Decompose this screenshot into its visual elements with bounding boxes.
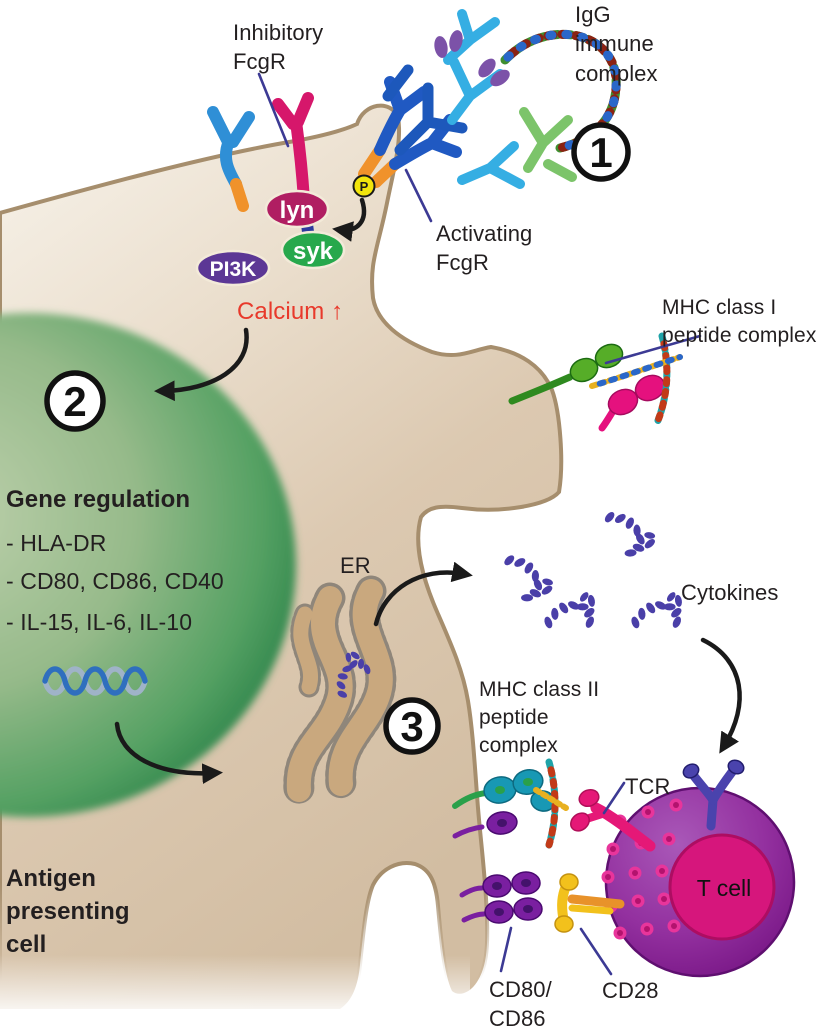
step-circles <box>44 122 631 755</box>
cytokine-receptor <box>682 759 745 831</box>
step-1-number: 1 <box>589 129 612 176</box>
step-2-number: 2 <box>63 378 86 425</box>
phospho-label: P <box>360 179 369 194</box>
arrow-dna-transcription <box>114 721 223 784</box>
step-1-circle <box>571 122 631 182</box>
pointer-mhc-class-i <box>604 334 702 365</box>
lyn-oval <box>264 189 330 229</box>
tcr-structure <box>570 788 656 852</box>
arrow-cytokines-to-tcell <box>700 637 742 754</box>
t-cell-nucleus <box>668 833 776 941</box>
step-3-number: 3 <box>400 703 423 750</box>
activating-fcgr-label: Activating FcgR <box>436 221 533 276</box>
igg-immune-complex-label: IgG immune complex <box>575 2 658 86</box>
phospho-circle <box>352 174 376 198</box>
mhc-class-ii-structure <box>452 758 569 849</box>
pointer-inhibitory-fcgr <box>257 72 290 148</box>
gene-regulation-item-hla-dr: - HLA-DR <box>6 530 107 556</box>
antigen-presenting-cell-label: Antigen presenting cell <box>6 865 130 959</box>
inhibitory-fcgr-label: Inhibitory FcgR <box>233 20 324 75</box>
signaling-proteins <box>195 189 346 287</box>
cytokines-label: Cytokines <box>681 580 779 605</box>
syk-label: syk <box>293 238 334 265</box>
fcgr-receptor-left <box>207 106 255 212</box>
mhc-class-i-label: MHC class I peptide complex <box>662 296 817 348</box>
gene-regulation-title: Gene regulation <box>6 486 191 513</box>
cd28-structure <box>554 873 625 933</box>
er-label: ER <box>340 553 371 578</box>
pointer-activating-fcgr <box>404 168 433 223</box>
arrow-calcium-to-nucleus <box>154 327 249 402</box>
cd80-cd86-structure <box>459 871 543 924</box>
gene-regulation-item-il: - IL-15, IL-6, IL-10 <box>6 609 193 635</box>
pointer-cd80-cd86 <box>499 926 513 973</box>
cytokines-group <box>501 500 689 641</box>
mhc2-peptide <box>533 758 569 849</box>
cd80-cd86-label: CD80/ CD86 <box>489 977 552 1031</box>
pointer-cd28 <box>579 927 613 976</box>
gene-regulation-item-cd: - CD80, CD86, CD40 <box>6 568 224 594</box>
tcr-label: TCR <box>625 774 671 799</box>
step-2-circle <box>44 370 106 432</box>
signal-arrows <box>114 197 742 784</box>
syk-oval <box>280 230 346 270</box>
cell-bottom-fade <box>0 955 470 1031</box>
t-cell-label: T cell <box>697 875 752 901</box>
pointer-lines <box>257 72 702 976</box>
cd28-label: CD28 <box>602 978 659 1003</box>
dna-icon <box>42 666 148 696</box>
pointer-tcr <box>602 781 626 815</box>
endoplasmic-reticulum <box>283 575 397 806</box>
pi3k-label: PI3K <box>210 258 257 281</box>
nucleus <box>0 313 296 817</box>
arrow-p-to-syk <box>332 197 367 242</box>
arrow-er-to-cytokines <box>373 561 473 627</box>
pi3k-oval <box>195 249 271 287</box>
step-3-circle <box>383 697 441 755</box>
lyn-label: lyn <box>280 197 315 224</box>
calcium-label: Calcium ↑ <box>237 298 344 325</box>
mhc-class-ii-label: MHC class II peptide complex <box>479 678 600 758</box>
